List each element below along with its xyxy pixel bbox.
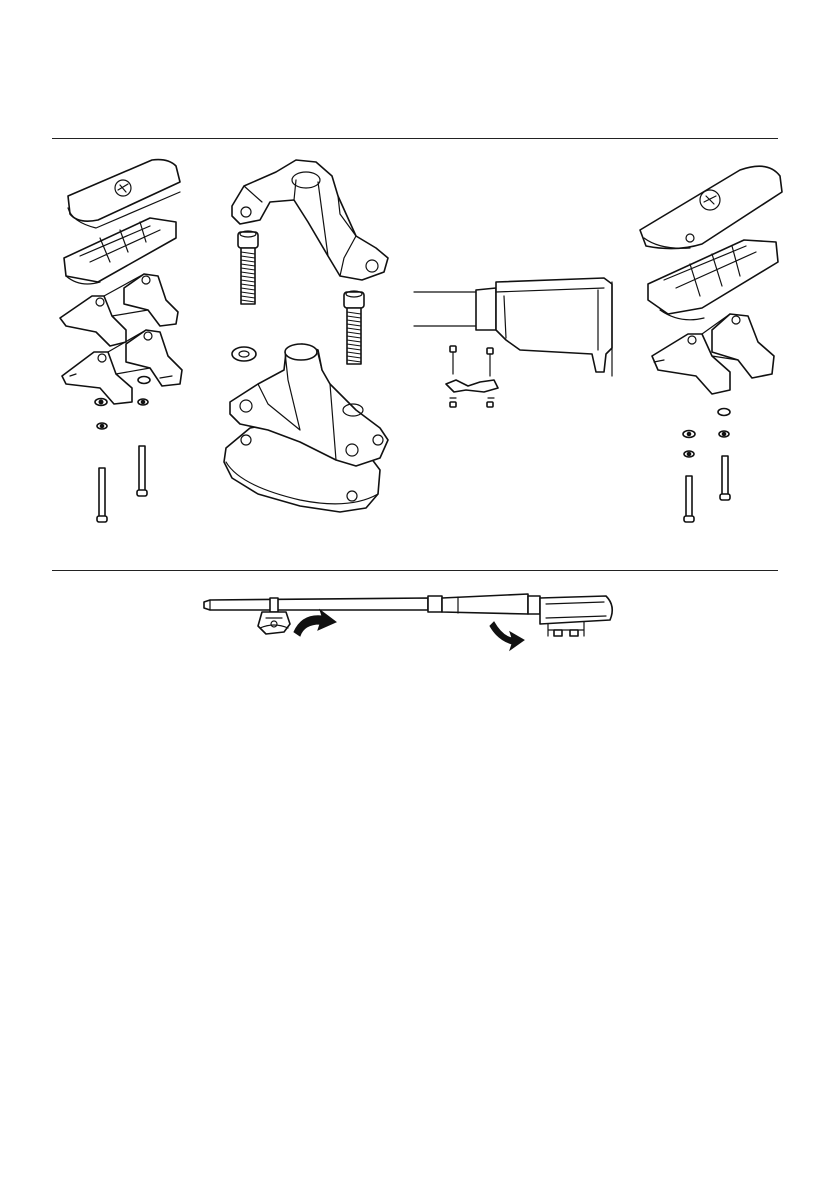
center-foot-exploded-view xyxy=(224,160,388,512)
bar-end-housing-small xyxy=(540,596,612,636)
center-bolt-left xyxy=(238,231,258,304)
bar-end-housing-view xyxy=(414,278,612,407)
right-foot-exploded-view xyxy=(640,166,782,522)
right-foot-cap xyxy=(640,166,782,248)
long-bar xyxy=(204,594,540,614)
center-washer xyxy=(232,347,256,361)
left-foot-bolts xyxy=(97,446,147,522)
housing-screws xyxy=(446,346,498,407)
left-foot-exploded-view xyxy=(60,160,182,522)
bar-assembly-view xyxy=(204,594,612,650)
right-foot-lower-part xyxy=(652,314,774,394)
bar-end-housing xyxy=(476,278,612,376)
curved-arrow-left-icon xyxy=(294,610,336,636)
bar-tube xyxy=(414,292,478,326)
right-foot-washers xyxy=(683,409,730,458)
left-foot-upper-bracket xyxy=(64,218,176,284)
curved-arrow-right-icon xyxy=(490,622,524,650)
right-foot-upper-bracket xyxy=(648,240,778,320)
center-lower-base xyxy=(224,344,388,512)
right-foot-bolts xyxy=(684,456,730,522)
center-bolt-right xyxy=(344,291,364,364)
left-foot-cap xyxy=(68,160,180,228)
